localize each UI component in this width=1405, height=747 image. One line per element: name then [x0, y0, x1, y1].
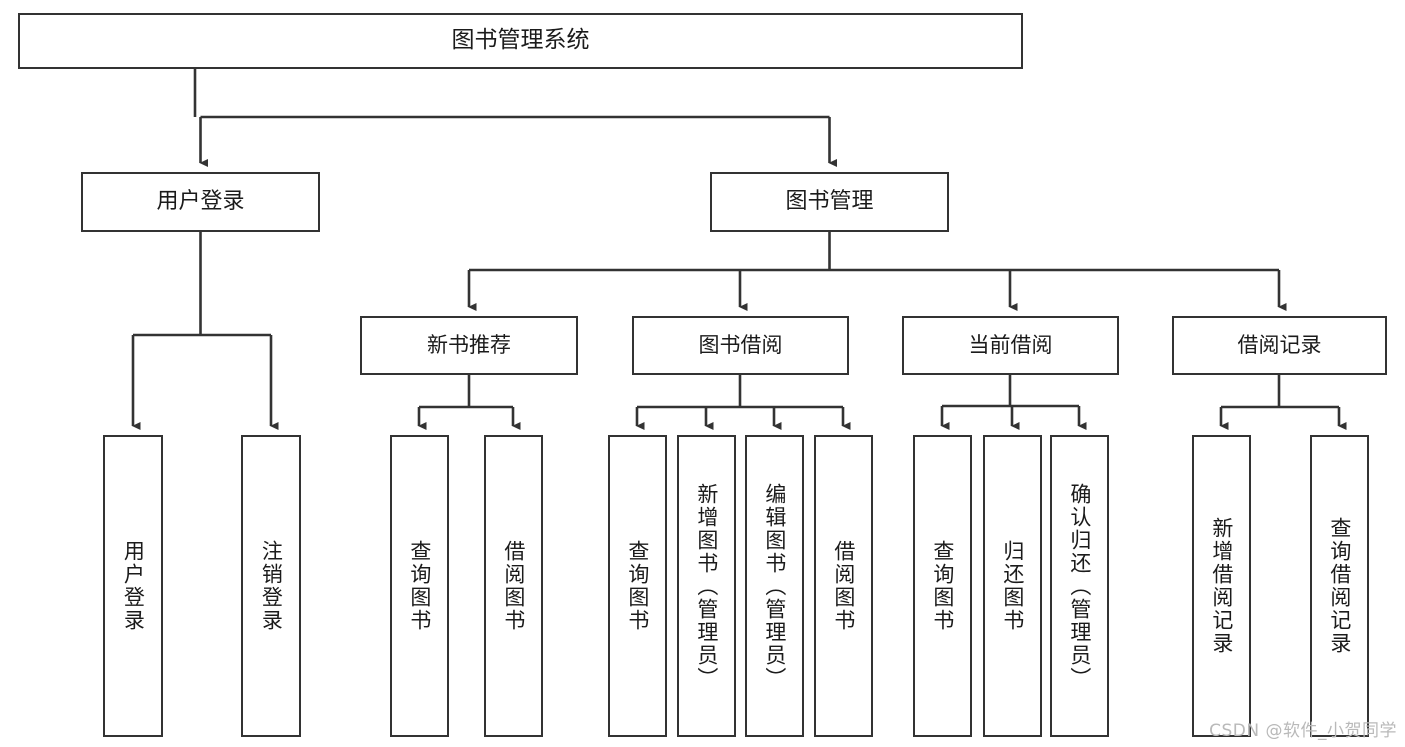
node-leaf-confirm-return[interactable]: 确认归还（管理员） — [1050, 435, 1109, 737]
node-leaf-query-book-3[interactable]: 查询图书 — [913, 435, 972, 737]
node-book-manage[interactable]: 图书管理 — [710, 172, 949, 232]
node-leaf-logout-label: 注销登录 — [259, 540, 284, 632]
node-leaf-query-book-2-label: 查询图书 — [625, 540, 650, 632]
node-leaf-user-login[interactable]: 用户登录 — [103, 435, 163, 737]
node-new-book-recommend[interactable]: 新书推荐 — [360, 316, 578, 375]
node-borrow-record[interactable]: 借阅记录 — [1172, 316, 1387, 375]
node-leaf-return-book[interactable]: 归还图书 — [983, 435, 1042, 737]
node-leaf-query-book-2[interactable]: 查询图书 — [608, 435, 667, 737]
node-leaf-add-record[interactable]: 新增借阅记录 — [1192, 435, 1251, 737]
node-leaf-borrow-book-1-label: 借阅图书 — [501, 540, 526, 632]
node-leaf-edit-book-label: 编辑图书（管理员） — [762, 482, 787, 690]
node-book-manage-label: 图书管理 — [785, 189, 874, 215]
node-leaf-borrow-book-2[interactable]: 借阅图书 — [814, 435, 873, 737]
node-leaf-edit-book[interactable]: 编辑图书（管理员） — [745, 435, 804, 737]
node-book-borrow-label: 图书借阅 — [698, 333, 783, 358]
node-borrow-record-label: 借阅记录 — [1237, 333, 1322, 358]
node-root[interactable]: 图书管理系统 — [18, 13, 1023, 69]
node-current-borrow-label: 当前借阅 — [968, 333, 1053, 358]
node-root-label: 图书管理系统 — [451, 27, 590, 54]
node-leaf-borrow-book-2-label: 借阅图书 — [831, 540, 856, 632]
node-leaf-query-record-label: 查询借阅记录 — [1327, 517, 1352, 655]
node-leaf-return-book-label: 归还图书 — [1000, 540, 1025, 632]
node-leaf-query-book-3-label: 查询图书 — [930, 540, 955, 632]
node-leaf-query-record[interactable]: 查询借阅记录 — [1310, 435, 1369, 737]
node-leaf-query-book-1-label: 查询图书 — [407, 540, 432, 632]
node-current-borrow[interactable]: 当前借阅 — [902, 316, 1119, 375]
node-leaf-user-login-label: 用户登录 — [121, 540, 146, 632]
node-leaf-query-book-1[interactable]: 查询图书 — [390, 435, 449, 737]
node-leaf-confirm-return-label: 确认归还（管理员） — [1067, 482, 1092, 690]
node-leaf-add-book-label: 新增图书（管理员） — [694, 482, 719, 690]
node-leaf-add-record-label: 新增借阅记录 — [1209, 517, 1234, 655]
node-new-book-recommend-label: 新书推荐 — [427, 333, 511, 358]
node-leaf-logout[interactable]: 注销登录 — [241, 435, 301, 737]
node-book-borrow[interactable]: 图书借阅 — [632, 316, 849, 375]
csdn-watermark: CSDN @软件_小贺同学 — [1209, 721, 1397, 741]
node-leaf-add-book[interactable]: 新增图书（管理员） — [677, 435, 736, 737]
node-user-login-label: 用户登录 — [156, 189, 245, 215]
node-user-login[interactable]: 用户登录 — [81, 172, 320, 232]
node-leaf-borrow-book-1[interactable]: 借阅图书 — [484, 435, 543, 737]
